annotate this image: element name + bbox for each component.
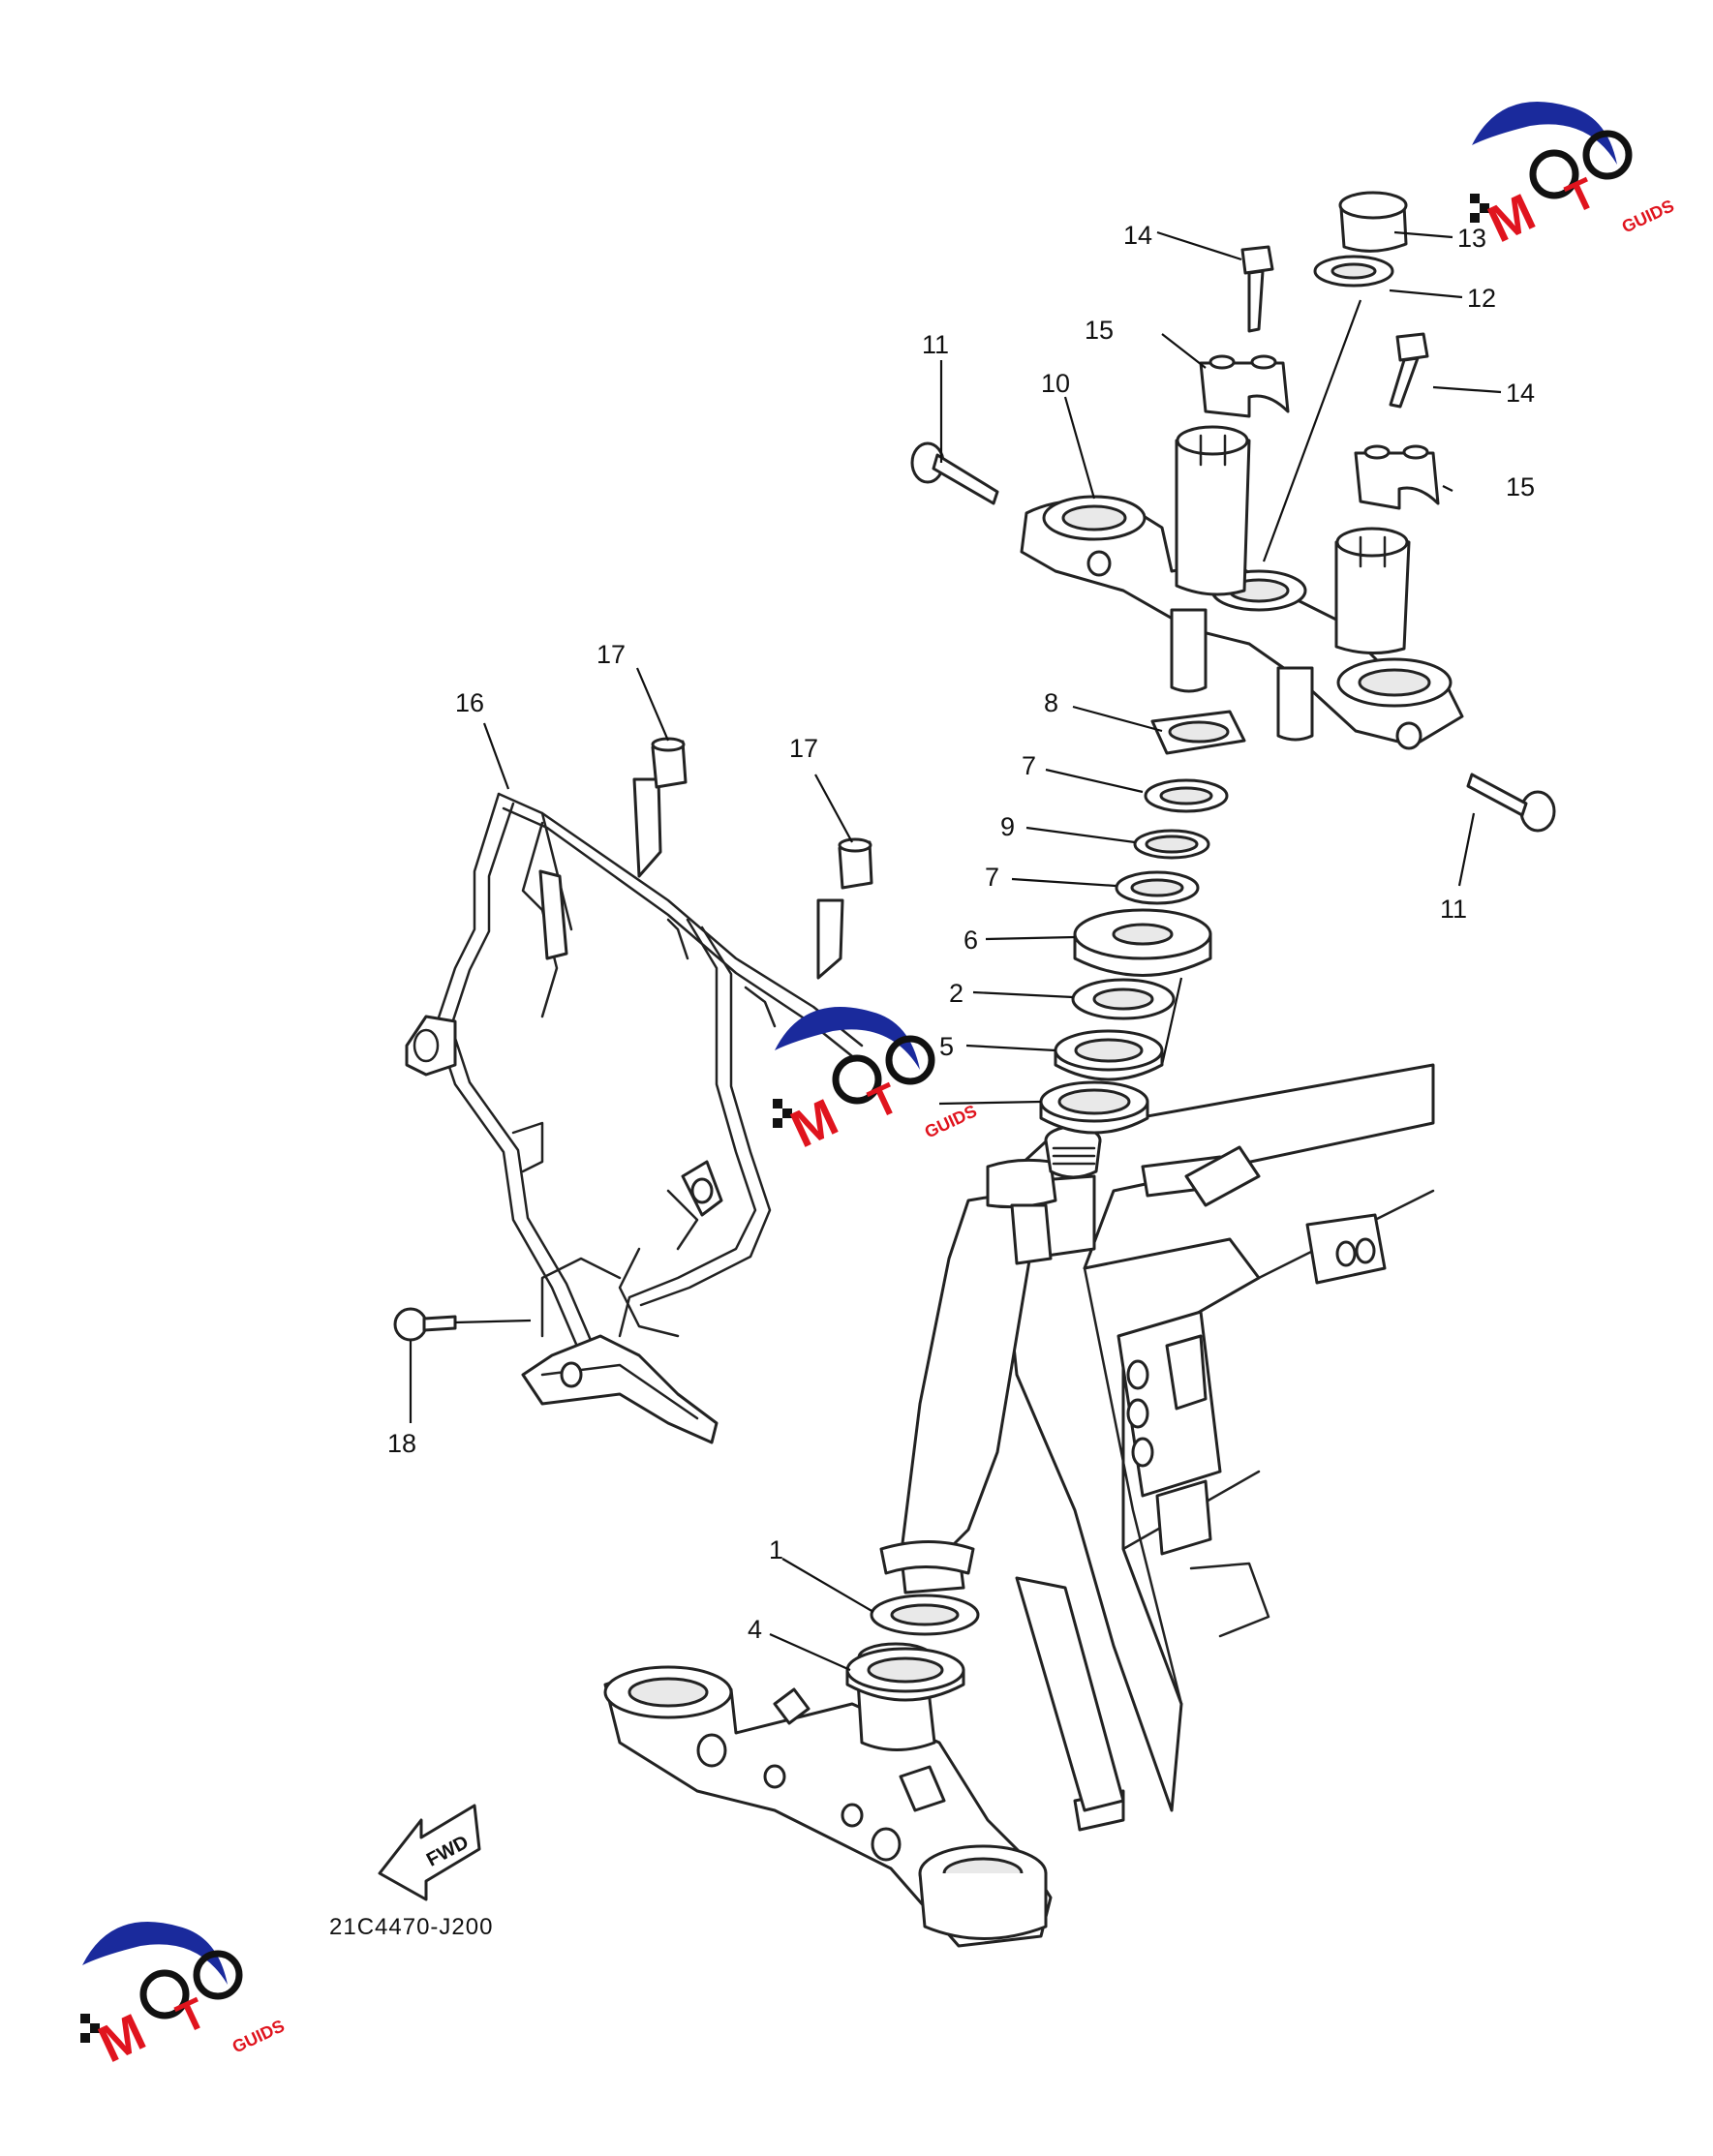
bearing-race-1: [870, 1594, 980, 1636]
svg-text:GUIDS: GUIDS: [1619, 196, 1677, 236]
callout-9: 9: [1000, 812, 1015, 841]
svg-text:GUIDS: GUIDS: [922, 1101, 980, 1141]
watermark-logo-bottom-left: M T GUIDS: [80, 1922, 288, 2074]
nut-13: [1338, 191, 1408, 253]
callout-8: 8: [1044, 688, 1058, 717]
axis-lines: [1160, 299, 1362, 1066]
leader-lines: [409, 230, 1502, 1672]
dust-seal-3: [1039, 1080, 1149, 1135]
forward-arrow: FWD: [378, 1804, 481, 1901]
watermark-logo-center: M T GUIDS: [773, 1007, 980, 1159]
upper-bracket: [1020, 425, 1464, 750]
frame-head-pipe: [995, 1063, 1435, 1832]
bearing-4: [845, 1647, 965, 1702]
bearing-race-2: [1071, 978, 1176, 1020]
callout-17-right: 17: [789, 734, 818, 763]
callout-7-lower: 7: [985, 863, 999, 892]
lower-bracket: [603, 1642, 1053, 1948]
bolt-15-top: [1240, 245, 1274, 333]
svg-text:T: T: [1559, 169, 1603, 224]
handlebar-holder-14-right: [1354, 444, 1440, 510]
callout-16: 16: [455, 688, 484, 717]
diagram-code: 21C4470-J200: [329, 1914, 493, 1940]
callout-12: 12: [1467, 284, 1496, 313]
svg-text:M: M: [782, 1088, 846, 1159]
cap-17-left: [651, 737, 688, 789]
callout-18: 18: [387, 1429, 416, 1458]
callout-1: 1: [769, 1535, 783, 1564]
handlebar-holder-14-top: [1199, 354, 1290, 418]
cover-6: [1073, 908, 1212, 977]
steering-head-tube: [879, 1125, 1102, 1594]
svg-text:M: M: [90, 2003, 154, 2074]
callout-10: 10: [1041, 369, 1070, 398]
callout-14-right: 15: [1506, 472, 1535, 501]
headlight-stay: [405, 777, 864, 1444]
ring-nut-7-upper: [1144, 778, 1229, 813]
callout-17-left: 17: [596, 640, 626, 669]
callout-15-right: 14: [1506, 379, 1535, 408]
callout-labels: 14 13 12 15 11 10 14 15 11 8 7 9 7 6 2 5…: [387, 221, 1535, 1644]
svg-text:GUIDS: GUIDS: [229, 2016, 288, 2056]
bolt-15-right: [1389, 332, 1429, 409]
callout-13: 13: [1457, 224, 1486, 253]
svg-text:M: M: [1480, 183, 1544, 254]
washer-12: [1313, 255, 1394, 288]
callout-7-upper: 7: [1022, 751, 1036, 780]
watermark-logo-top-right: M T GUIDS: [1470, 102, 1677, 254]
washer-9: [1133, 829, 1210, 860]
callout-14-top: 15: [1085, 316, 1114, 345]
callout-2: 2: [949, 979, 964, 1008]
bolt-11-left: [910, 441, 999, 505]
lock-washer-8: [1150, 710, 1246, 755]
bolt-18: [393, 1307, 532, 1342]
ring-nut-7-lower: [1115, 870, 1200, 905]
callout-11-top: 11: [922, 330, 949, 359]
bolt-11-right: [1466, 773, 1556, 833]
cap-17-right: [838, 837, 873, 890]
callout-15-top: 14: [1123, 221, 1152, 250]
callout-5: 5: [939, 1032, 954, 1061]
svg-text:T: T: [862, 1075, 905, 1129]
callout-4: 4: [748, 1615, 762, 1644]
callout-6: 6: [964, 926, 978, 955]
bearing-5: [1054, 1029, 1164, 1081]
callout-11-right: 11: [1440, 895, 1467, 924]
svg-text:T: T: [169, 1989, 213, 2044]
